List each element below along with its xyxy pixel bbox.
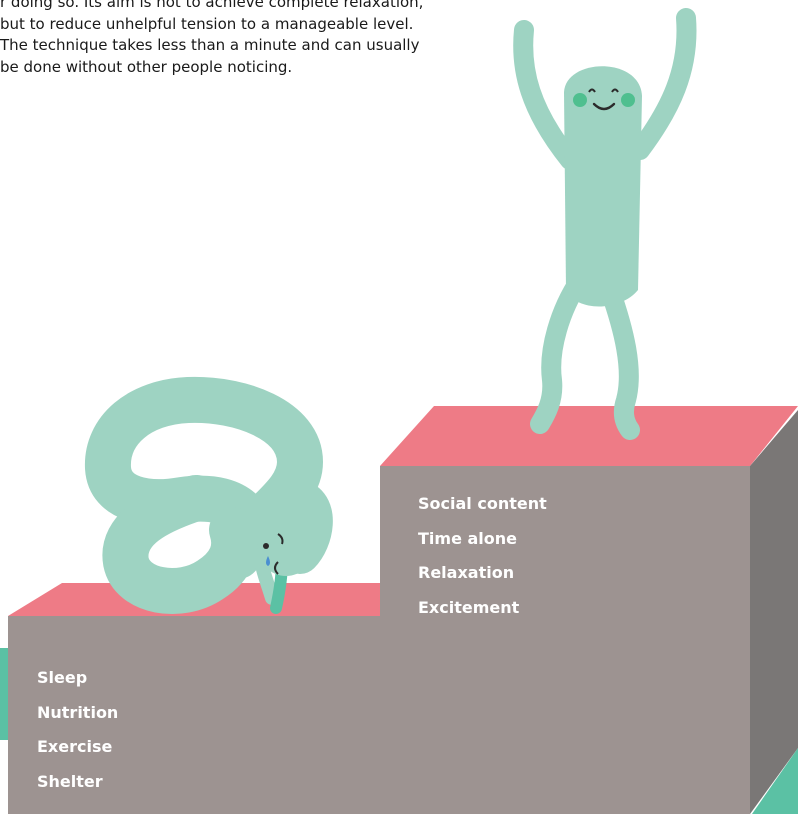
happy-figure xyxy=(513,8,697,440)
sad-figure-head xyxy=(258,520,314,576)
upper-block-item: Time alone xyxy=(418,528,518,548)
sad-figure-closed-eye xyxy=(277,533,284,545)
lower-block-item: Sleep xyxy=(37,668,88,687)
lower-block-front xyxy=(8,616,380,814)
happy-figure-eye-left xyxy=(588,88,596,93)
sad-figure-tear-icon xyxy=(266,556,270,566)
sad-figure-mouth xyxy=(274,561,279,575)
upper-block-front xyxy=(380,466,750,814)
happy-figure-smile xyxy=(592,102,616,111)
intro-paragraph: r doing so. Its aim is not to achieve co… xyxy=(0,0,424,76)
lower-block-list: Sleep Nutrition Exercise Shelter xyxy=(37,666,118,804)
corner-accent-right xyxy=(752,748,798,814)
sad-figure xyxy=(85,376,333,614)
upper-block-list: Social content Time alone Relaxation Exc… xyxy=(418,492,547,630)
happy-figure-body xyxy=(564,66,642,307)
happy-figure-eye-right xyxy=(611,88,619,93)
upper-block-side xyxy=(750,410,798,814)
sad-figure-eye xyxy=(263,543,269,549)
lower-block-item: Nutrition xyxy=(37,702,119,722)
happy-figure-cheek-left-icon xyxy=(573,93,587,107)
happy-figure-cheek-right-icon xyxy=(621,93,635,107)
upper-block-item: Excitement xyxy=(418,597,520,617)
upper-block-item: Relaxation xyxy=(418,563,515,582)
upper-block-item: Social content xyxy=(418,494,547,513)
lower-block-item: Shelter xyxy=(37,771,103,791)
upper-block-top xyxy=(380,406,798,466)
corner-accent-left xyxy=(0,648,8,740)
lower-block-item: Exercise xyxy=(37,737,113,756)
